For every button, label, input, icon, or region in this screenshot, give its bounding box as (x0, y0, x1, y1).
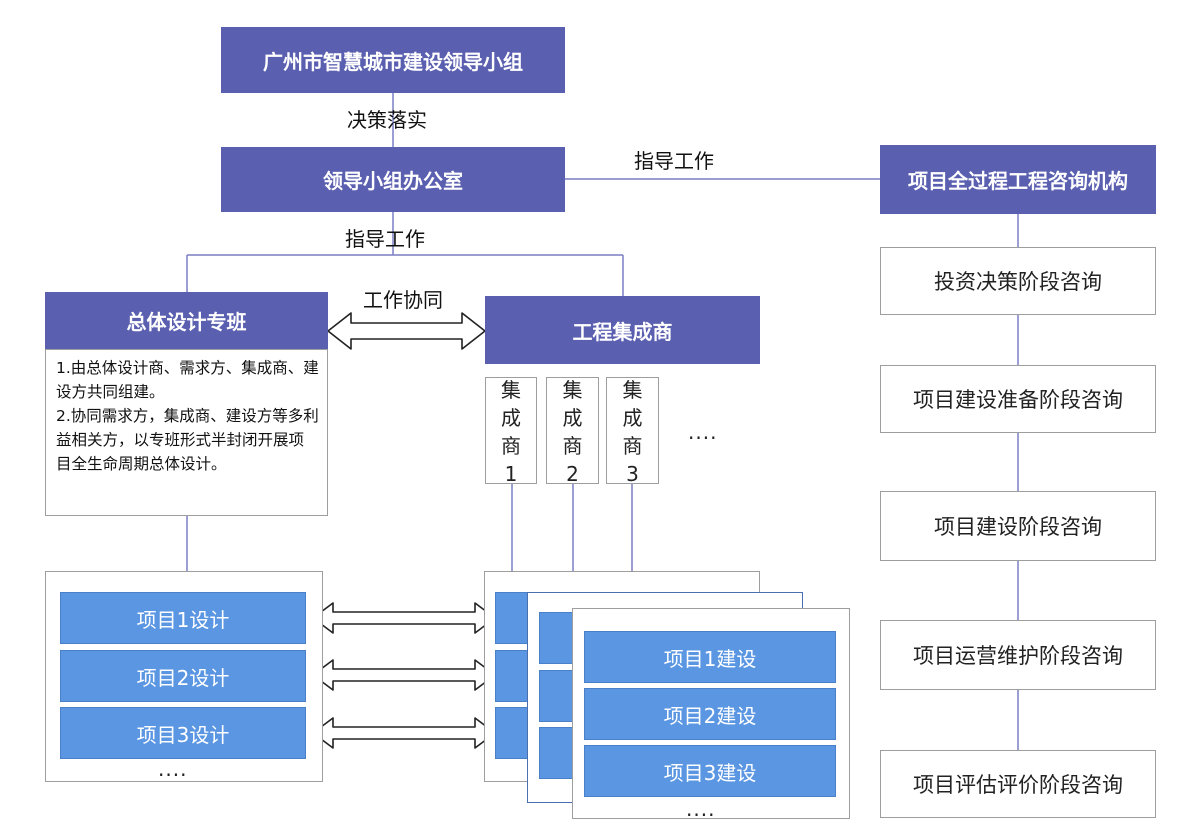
phase-label-2: 项目建设准备阶段咨询 (913, 388, 1123, 412)
design-item-1: 项目1设计 (60, 592, 306, 644)
sub-integrator-3-char-2: 成 (622, 405, 643, 430)
construction-item-2-label: 项目2建设 (663, 703, 757, 728)
integrator-label: 工程集成商 (572, 319, 673, 344)
constructions-ellipsis: .... (686, 797, 716, 821)
sub-integrator-1-char-2: 成 (501, 405, 521, 430)
sub-integrator-3-char-1: 集 (622, 377, 643, 402)
integrator-box: 工程集成商 (485, 296, 760, 364)
phase-label-1: 投资决策阶段咨询 (934, 270, 1102, 294)
design2-double-arrow (312, 659, 496, 691)
design-item-1-label: 项目1设计 (136, 607, 230, 632)
phase-box-5: 项目评估评价阶段咨询 (880, 750, 1156, 818)
construction-item-1-label: 项目1建设 (663, 646, 757, 671)
leading-group-label: 广州市智慧城市建设领导小组 (263, 49, 523, 74)
sub-integrator-2-char-2: 成 (562, 405, 583, 430)
construction-item-3-label: 项目3建设 (663, 760, 757, 785)
leading-group-box: 广州市智慧城市建设领导小组 (221, 27, 565, 93)
sub-integrator-3: 集 成 商 3 (606, 377, 659, 486)
sub-integrator-2-char-1: 集 (562, 377, 583, 402)
design-team-box: 总体设计专班 (45, 292, 328, 349)
sub-integrator-1-char-1: 集 (501, 377, 521, 402)
phase-box-2: 项目建设准备阶段咨询 (880, 365, 1156, 433)
sub-integrator-3-char-3: 商 (622, 433, 643, 458)
design1-double-arrow (312, 602, 496, 634)
phase-box-4: 项目运营维护阶段咨询 (880, 620, 1156, 690)
phase-label-4: 项目运营维护阶段咨询 (913, 644, 1123, 668)
consulting-agency-box: 项目全过程工程咨询机构 (880, 145, 1156, 214)
construction-item-3: 项目3建设 (584, 745, 836, 797)
sub-integrator-3-char-4: 3 (626, 461, 639, 486)
guidance-right-label: 指导工作 (634, 149, 714, 173)
design-team-label: 总体设计专班 (126, 310, 247, 334)
decision-label: 决策落实 (347, 108, 427, 132)
phase-label-5: 项目评估评价阶段咨询 (913, 773, 1123, 797)
sub-integrator-1-char-4: 1 (504, 461, 518, 486)
design-item-2-label: 项目2设计 (136, 665, 230, 690)
guidance-down-label: 指导工作 (345, 227, 425, 251)
leading-office-label: 领导小组办公室 (323, 169, 463, 193)
construction-item-2: 项目2建设 (584, 688, 836, 740)
design-item-3: 项目3设计 (60, 707, 306, 759)
integrators-ellipsis: .... (688, 420, 718, 444)
design3-double-arrow (312, 717, 496, 749)
collab-double-arrow (327, 312, 486, 350)
phase-box-1: 投资决策阶段咨询 (880, 247, 1156, 315)
designs-ellipsis: .... (158, 757, 188, 781)
phase-box-3: 项目建设阶段咨询 (880, 491, 1156, 561)
design-team-description: 1.由总体设计商、需求方、集成商、建设方共同组建。 2.协同需求方，集成商、建设… (45, 349, 328, 516)
leading-office-box: 领导小组办公室 (221, 147, 565, 212)
sub-integrator-2: 集 成 商 2 (546, 377, 599, 486)
sub-integrator-2-char-3: 商 (562, 433, 583, 458)
sub-integrator-1: 集 成 商 1 (485, 377, 537, 486)
phase-label-3: 项目建设阶段咨询 (934, 515, 1102, 539)
consulting-agency-label: 项目全过程工程咨询机构 (908, 169, 1128, 193)
construction-item-1: 项目1建设 (584, 631, 836, 683)
sub-integrator-2-char-4: 2 (566, 461, 579, 486)
design-item-3-label: 项目3设计 (136, 722, 230, 747)
design-item-2: 项目2设计 (60, 650, 306, 702)
sub-integrator-1-char-3: 商 (501, 433, 521, 458)
collab-label: 工作协同 (363, 288, 443, 312)
